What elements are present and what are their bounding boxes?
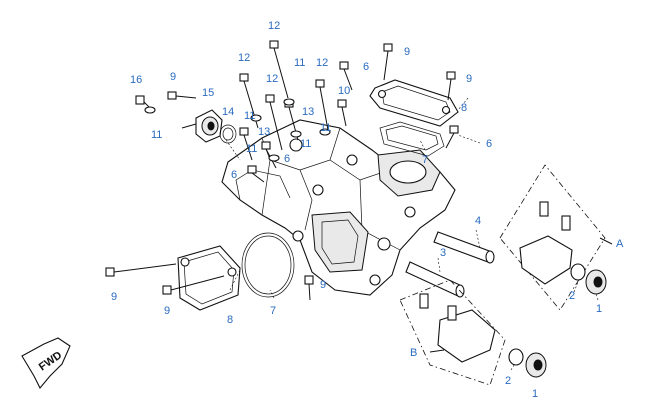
callout-labels: 12 12 12 12 9 9 9 9 9 9 16 15 14 11 11 1… — [111, 20, 624, 400]
callout-12: 12 — [316, 57, 328, 69]
callout-10: 10 — [338, 85, 350, 97]
rocker-assembly-a — [499, 164, 607, 311]
callout-9: 9 — [164, 305, 170, 317]
callout-3: 3 — [440, 247, 446, 259]
callout-11: 11 — [320, 122, 331, 134]
callout-14: 14 — [222, 106, 234, 118]
bolt-set — [105, 40, 459, 301]
callout-1: 1 — [532, 388, 538, 400]
callout-7: 7 — [270, 305, 276, 317]
rocker-assembly-b — [399, 279, 547, 386]
rocker-shaft-lower — [405, 261, 465, 298]
callout-9: 9 — [404, 46, 410, 58]
callout-9: 9 — [466, 73, 472, 85]
callout-4: 4 — [475, 215, 481, 227]
side-cover-plate — [177, 245, 241, 311]
forward-arrow-icon: FWD — [21, 337, 71, 389]
callout-12: 12 — [238, 52, 250, 64]
rocker-shaft-upper — [433, 231, 495, 264]
callout-8: 8 — [227, 314, 233, 326]
thermostat-housing — [181, 109, 223, 143]
callout-2: 2 — [569, 290, 575, 302]
callout-15: 15 — [202, 87, 214, 99]
callout-1: 1 — [596, 303, 602, 315]
side-o-ring — [241, 232, 295, 298]
callout-11: 11 — [300, 138, 311, 150]
callout-6: 6 — [363, 61, 369, 73]
callout-6: 6 — [231, 169, 237, 181]
valve-cover-right — [369, 79, 459, 127]
callout-b: B — [410, 347, 417, 359]
callout-11: 11 — [151, 129, 162, 141]
callout-11: 11 — [244, 110, 255, 122]
callout-6: 6 — [486, 138, 492, 150]
callout-8: 8 — [461, 102, 467, 114]
leader-lines — [225, 97, 613, 371]
callout-2: 2 — [505, 375, 511, 387]
callout-11: 11 — [246, 143, 257, 155]
cover-gasket-right — [379, 121, 445, 157]
thermostat-gasket — [219, 124, 237, 144]
callout-7: 7 — [422, 154, 428, 166]
callout-16: 16 — [130, 74, 142, 86]
callout-13: 13 — [258, 126, 270, 138]
callout-12: 12 — [266, 73, 278, 85]
callout-6: 6 — [284, 153, 290, 165]
callout-9: 9 — [111, 291, 117, 303]
callout-11: 11 — [294, 57, 305, 69]
callout-12: 12 — [268, 20, 280, 32]
callout-9: 9 — [170, 71, 176, 83]
callout-a: A — [616, 238, 624, 250]
callout-9: 9 — [320, 279, 326, 291]
callout-13: 13 — [302, 106, 314, 118]
cylinder-head — [221, 119, 456, 296]
